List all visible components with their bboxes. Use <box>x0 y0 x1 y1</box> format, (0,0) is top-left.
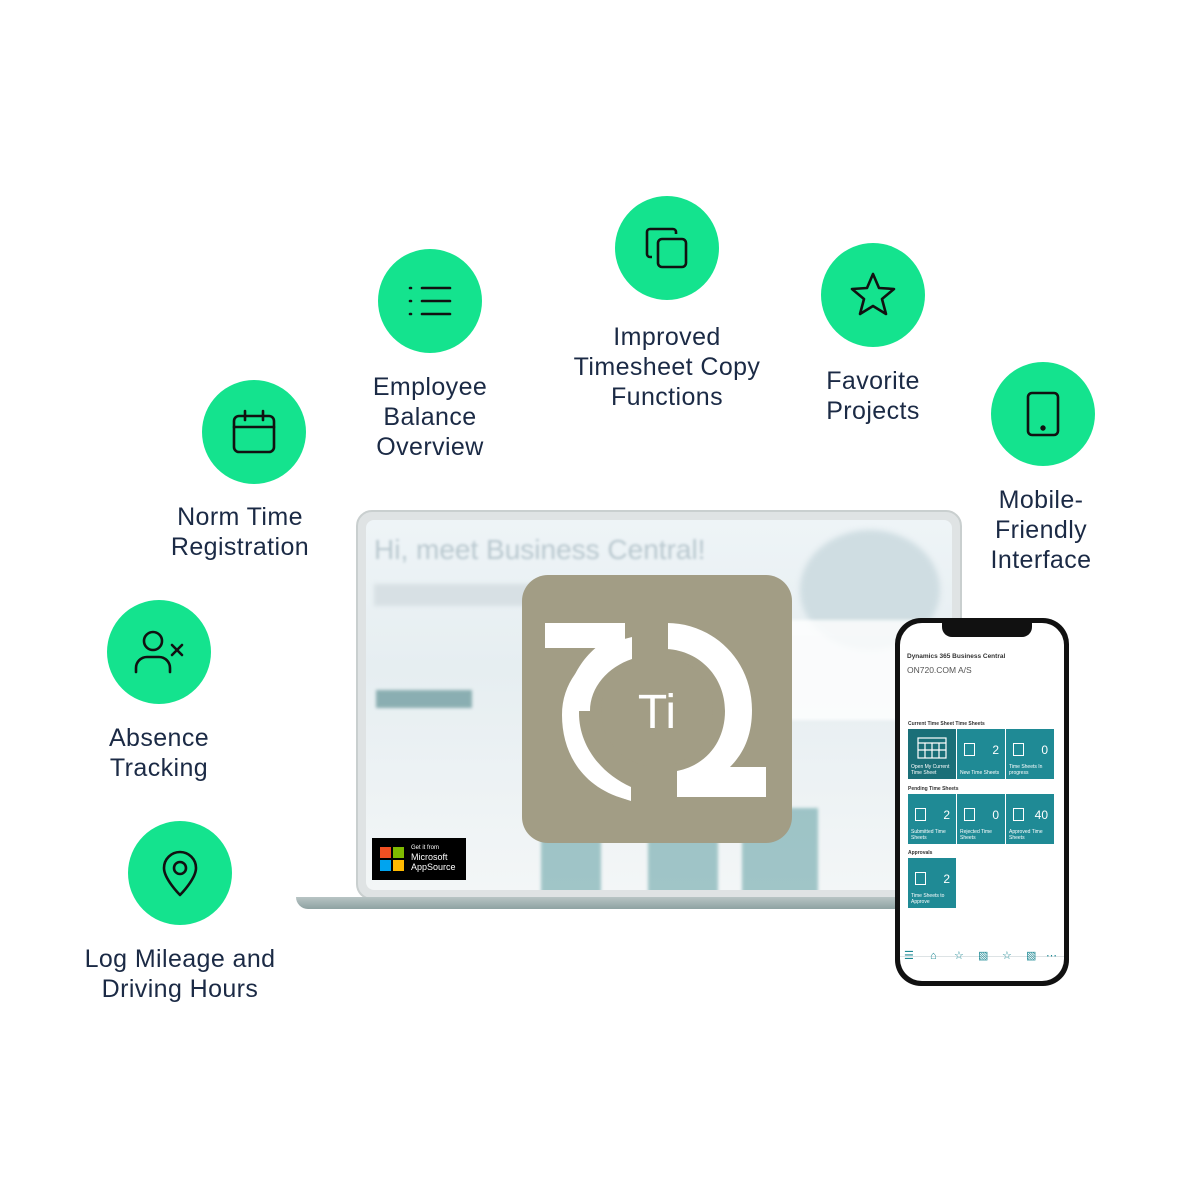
microsoft-logo-icon <box>380 847 404 871</box>
chart-icon[interactable]: ▧ <box>978 950 989 962</box>
feature-label-mobile-friendly: Mobile- Friendly Interface <box>990 486 1092 574</box>
document-icon <box>964 808 975 821</box>
feature-label-absence-tracking: Absence Tracking <box>108 724 210 782</box>
mobile-friendly-circle <box>991 362 1095 466</box>
favorite-projects-circle <box>821 243 925 347</box>
chart-icon[interactable]: ▧ <box>1026 950 1037 962</box>
tablet-icon <box>1026 391 1060 437</box>
tile-approved-time-sheets[interactable]: 40 Approved Time Sheets <box>1006 794 1054 844</box>
document-icon <box>915 808 926 821</box>
section-approvals: Approvals <box>908 850 933 856</box>
tile-time-sheets-to-approve[interactable]: 2 Time Sheets to Approve <box>908 858 956 908</box>
tile-open-current-time-sheet[interactable]: Open My Current Time Sheet <box>908 729 956 779</box>
tile-rejected-time-sheets[interactable]: 0 Rejected Time Sheets <box>957 794 1005 844</box>
feature-label-favorite-projects: Favorite Projects <box>826 367 920 425</box>
section-pending-time-sheets: Pending Time Sheets <box>908 786 959 792</box>
phone-company-name: ON720.COM A/S <box>907 665 972 675</box>
feature-label-timesheet-copy: Improved Timesheet Copy Functions <box>573 323 761 411</box>
phone-app-title: Dynamics 365 Business Central <box>907 653 1006 660</box>
location-pin-icon <box>162 850 198 897</box>
star-icon <box>850 272 896 316</box>
document-icon <box>964 743 975 756</box>
phone-mockup: Dynamics 365 Business Central ON720.COM … <box>895 618 1069 986</box>
absence-tracking-circle <box>107 600 211 704</box>
feature-label-log-mileage: Log Mileage and Driving Hours <box>84 945 276 1003</box>
tile-new-time-sheets[interactable]: 2 New Time Sheets <box>957 729 1005 779</box>
norm-time-circle <box>202 380 306 484</box>
menu-icon[interactable]: ☰ <box>904 950 914 962</box>
home-icon[interactable]: ⌂ <box>930 950 937 962</box>
phone-screen: Dynamics 365 Business Central ON720.COM … <box>900 623 1064 981</box>
log-mileage-circle <box>128 821 232 925</box>
nav-divider <box>900 956 1064 957</box>
star-icon[interactable]: ☆ <box>1002 950 1012 962</box>
user-remove-icon <box>134 630 184 674</box>
phone-bottom-nav: ☰ ⌂ ☆ ▧ ☆ ▧ ⋯ <box>900 951 1064 963</box>
star-icon[interactable]: ☆ <box>954 950 964 962</box>
laptop-base <box>296 897 916 909</box>
more-icon[interactable]: ⋯ <box>1046 950 1057 962</box>
bc-learn-more-button <box>376 690 472 708</box>
bc-headline: Hi, meet Business Central! <box>374 534 706 565</box>
calendar-icon <box>232 409 276 454</box>
ti-logo: Ti <box>522 575 792 843</box>
ti-logo-text: Ti <box>638 686 676 739</box>
phone-notch <box>942 623 1032 637</box>
tile-submitted-time-sheets[interactable]: 2 Submitted Time Sheets <box>908 794 956 844</box>
document-icon <box>915 872 926 885</box>
appsource-text: Get it from Microsoft AppSource <box>411 845 456 872</box>
tile-time-sheets-in-progress[interactable]: 0 Time Sheets In progress <box>1006 729 1054 779</box>
document-icon <box>1013 743 1024 756</box>
copy-icon <box>645 227 688 269</box>
feature-label-norm-time: Norm Time Registration <box>170 503 310 561</box>
appsource-badge[interactable]: Get it from Microsoft AppSource <box>372 838 466 880</box>
feature-label-employee-balance: Employee Balance Overview <box>372 373 488 461</box>
ti-logo-mark: Ti <box>545 623 766 801</box>
document-icon <box>1013 808 1024 821</box>
employee-balance-circle <box>378 249 482 353</box>
section-current-time-sheets: Current Time Sheet Time Sheets <box>908 721 985 727</box>
calendar-grid-icon <box>917 737 947 759</box>
timesheet-copy-circle <box>615 196 719 300</box>
list-icon <box>408 286 452 316</box>
